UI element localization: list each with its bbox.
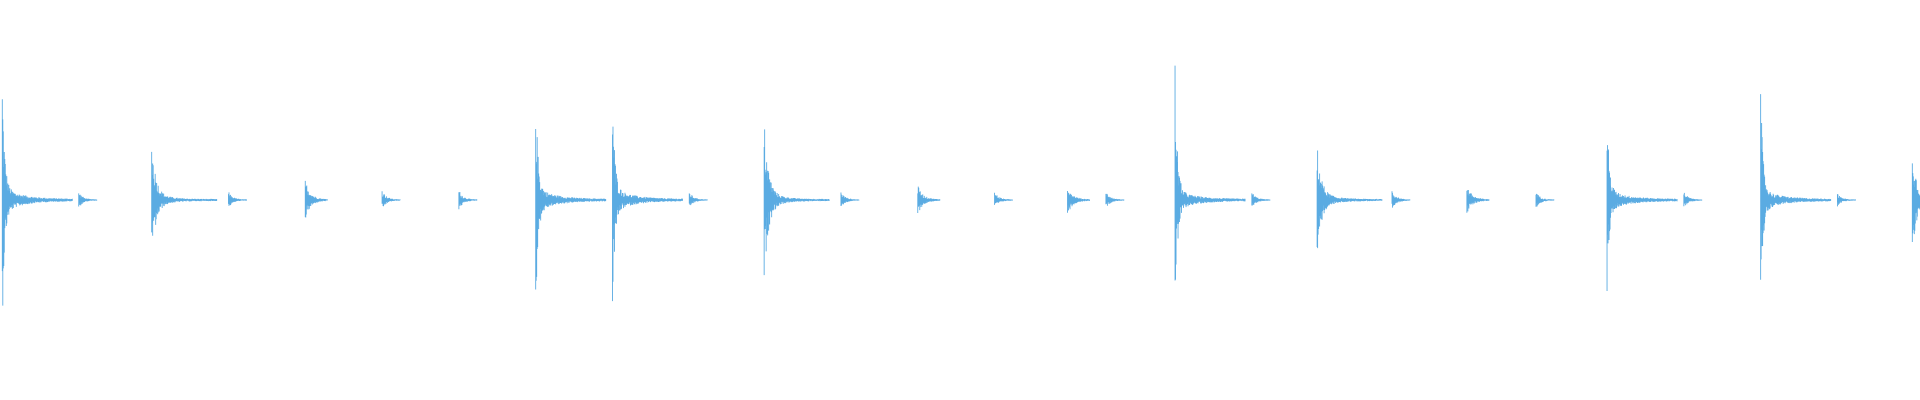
waveform-transient-19: [1391, 191, 1411, 208]
waveform-transient-17: [1251, 193, 1271, 206]
waveform-transient-14: [1067, 191, 1090, 213]
waveform-transient-6: [458, 192, 478, 210]
waveform-transient-16: [1174, 65, 1246, 281]
waveform-transient-0: [1, 99, 73, 306]
waveform-transient-2: [151, 151, 218, 236]
waveform-transient-13: [994, 192, 1014, 205]
waveform-transient-7: [535, 129, 607, 290]
waveform-transient-24: [1760, 94, 1832, 280]
waveform-transient-4: [304, 180, 328, 218]
waveform-transient-11: [840, 192, 860, 207]
waveform-transient-5: [381, 191, 401, 207]
waveform-transient-20: [1466, 189, 1490, 213]
waveform-transient-26: [1911, 163, 1920, 243]
waveform-transient-18: [1316, 150, 1383, 249]
waveform-transient-22: [1606, 145, 1678, 291]
waveform-transient-10: [763, 129, 830, 276]
waveform-transient-9: [688, 193, 708, 206]
waveform-hits: [1, 65, 1920, 306]
waveform-transient-8: [612, 126, 683, 302]
waveform-transient-3: [228, 192, 247, 206]
